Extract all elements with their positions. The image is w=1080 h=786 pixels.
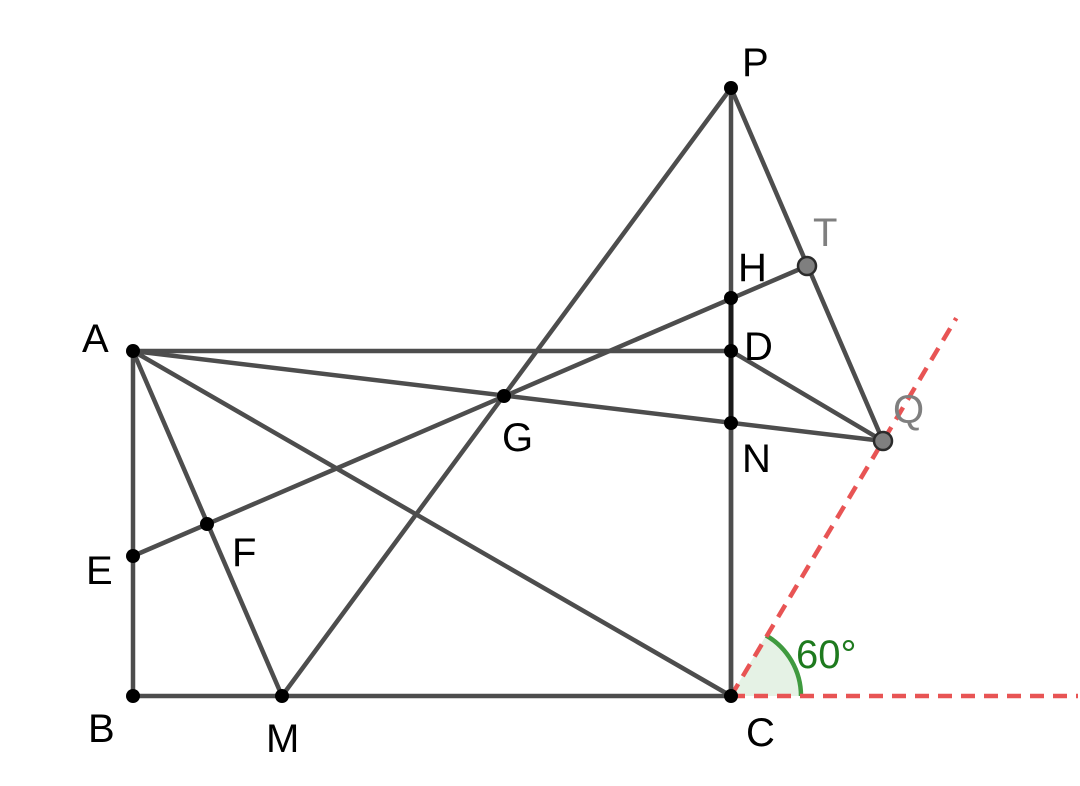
point-layer	[126, 81, 894, 703]
point-T[interactable]	[796, 255, 818, 277]
point-C[interactable]	[724, 689, 738, 703]
label-layer: A B C D E F G H M N P Q T	[82, 41, 924, 761]
point-label-M: M	[266, 717, 299, 761]
point-label-G: G	[502, 416, 533, 460]
segment-DQ	[728, 348, 886, 444]
point-label-D: D	[744, 325, 773, 369]
point-label-P: P	[742, 41, 769, 85]
point-M[interactable]	[275, 689, 289, 703]
point-label-T: T	[813, 211, 837, 255]
angle-arc	[764, 633, 804, 697]
point-label-H: H	[738, 246, 767, 290]
segment-AC	[130, 348, 734, 699]
point-label-E: E	[86, 549, 113, 593]
point-label-C: C	[746, 711, 775, 755]
point-N[interactable]	[724, 416, 738, 430]
point-label-B: B	[88, 707, 115, 751]
point-P[interactable]	[724, 81, 738, 95]
point-E[interactable]	[126, 549, 140, 563]
segment-ET	[130, 263, 810, 559]
point-F[interactable]	[200, 517, 214, 531]
point-G[interactable]	[497, 389, 511, 403]
ray-1	[729, 316, 959, 698]
angle-layer: 60°	[731, 633, 857, 697]
angle-sector	[731, 635, 801, 696]
point-label-Q: Q	[893, 388, 924, 432]
ray-layer	[729, 316, 1078, 699]
point-label-N: N	[742, 437, 771, 481]
point-B[interactable]	[126, 689, 140, 703]
point-label-F: F	[232, 531, 256, 575]
angle-label: 60°	[796, 633, 857, 677]
point-D[interactable]	[724, 344, 738, 358]
point-Q[interactable]	[872, 430, 894, 452]
point-label-A: A	[82, 317, 109, 361]
point-A[interactable]	[126, 344, 140, 358]
point-H[interactable]	[724, 291, 738, 305]
